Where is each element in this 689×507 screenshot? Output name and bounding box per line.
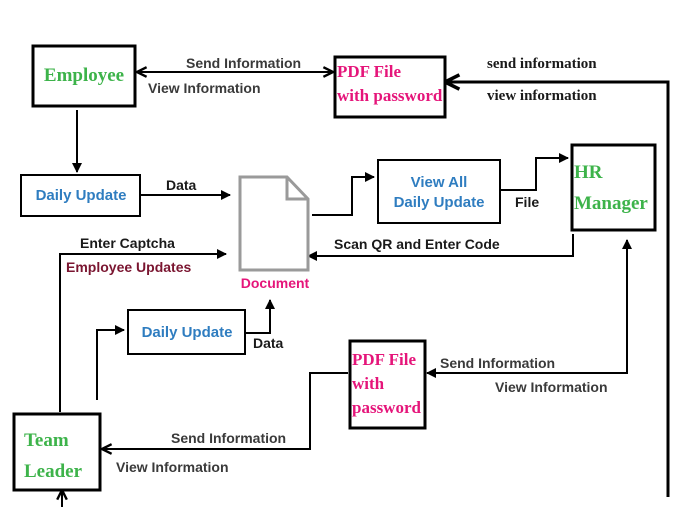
edge-labels: Send Information View Information send i… (66, 55, 608, 475)
view-all-line1: View All (411, 174, 468, 191)
pdf-top-line1: PDF File (337, 62, 401, 81)
node-daily-update-top: Daily Update (20, 174, 141, 217)
pdf-top-line2: with password (337, 86, 443, 105)
document-label: Document (241, 275, 310, 291)
pdf-bottom-line2: with (352, 374, 385, 393)
daily-update-mid-label: Daily Update (142, 324, 233, 341)
edge-label-data-top: Data (166, 177, 197, 193)
edge-hr-pdf-top (445, 82, 670, 497)
pdf-bottom-line1: PDF File (352, 350, 416, 369)
node-pdf-top: PDF File with password (333, 55, 447, 119)
view-all-line2: Daily Update (394, 194, 485, 211)
edge-label-emp-view: View Information (148, 80, 261, 96)
edge-document-view-all (312, 172, 375, 216)
team-leader-line2: Leader (24, 461, 83, 482)
connectors (59, 72, 670, 507)
edge-label-hr-send: send information (487, 56, 597, 72)
edge-pdf-hr (426, 239, 632, 378)
edge-label-tl-send: Send Information (171, 430, 286, 446)
node-daily-update-mid: Daily Update (127, 309, 246, 355)
document-icon (238, 175, 310, 272)
edge-label-employee-updates: Employee Updates (66, 259, 191, 275)
pdf-bottom-line3: password (352, 398, 422, 417)
edge-view-all-hr (500, 153, 569, 191)
team-leader-line1: Team (24, 430, 69, 451)
employee-label: Employee (44, 65, 124, 86)
node-employee: Employee (31, 44, 137, 108)
edge-label-emp-send: Send Information (186, 55, 301, 71)
daily-update-top-label: Daily Update (36, 187, 127, 204)
node-hr-manager: HR Manager (570, 143, 657, 232)
edge-label-file: File (515, 194, 539, 210)
node-pdf-bottom: PDF File with password (348, 339, 427, 430)
edge-label-data-mid: Data (253, 335, 284, 351)
edge-label-scan-qr: Scan QR and Enter Code (334, 236, 500, 252)
hr-line1: HR (574, 162, 603, 183)
hr-line2: Manager (574, 193, 648, 214)
edge-pdf-team-leader (102, 372, 348, 449)
node-view-all: View All Daily Update (377, 159, 501, 224)
edge-team-leader-daily-update (96, 325, 125, 400)
edge-label-hr-view: view information (487, 88, 597, 104)
edge-label-tl-view: View Information (116, 459, 229, 475)
edge-label-enter-captcha: Enter Captcha (80, 235, 175, 251)
edge-label-pdf-send: Send Information (440, 355, 555, 371)
edge-team-leader-captcha (59, 249, 227, 412)
edge-label-pdf-view: View Information (495, 379, 608, 395)
edge-daily-update-document-mid (245, 299, 275, 334)
node-document: Document (238, 175, 310, 291)
node-team-leader: Team Leader (12, 412, 102, 492)
